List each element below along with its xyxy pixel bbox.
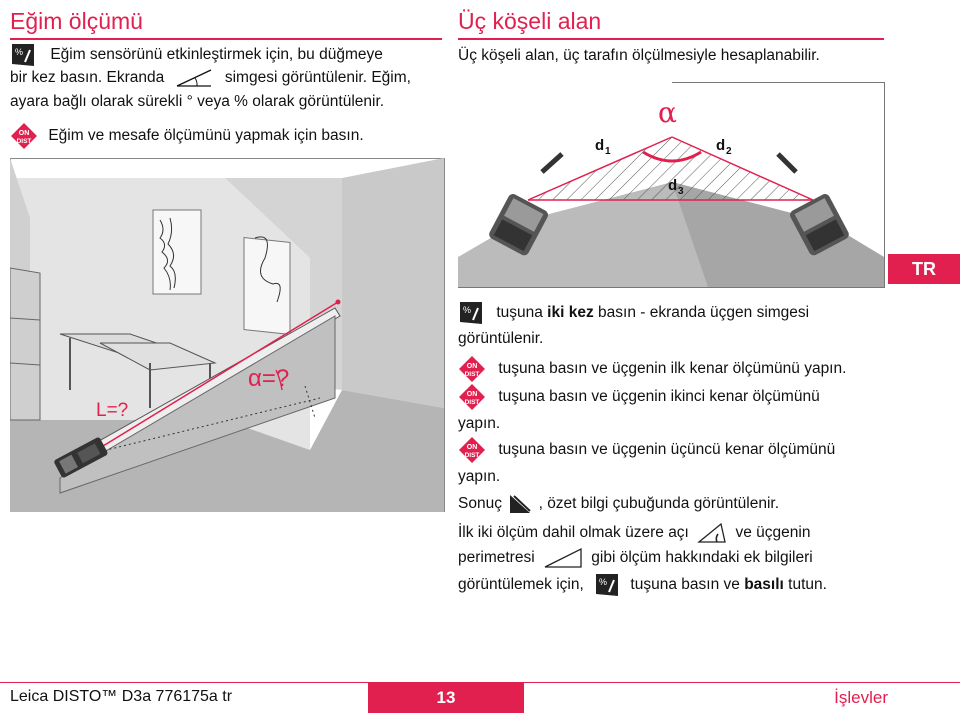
section-title-slope: Eğim ölçümü (10, 8, 143, 34)
length-unknown-label: L=? (96, 400, 128, 421)
svg-text:DIST: DIST (465, 452, 480, 459)
slope-para-text-c: simgesi görüntülenir. Eğim, (224, 69, 411, 86)
svg-text:DIST: DIST (465, 371, 480, 378)
title-rule (10, 38, 442, 40)
d3-label: d (668, 177, 677, 194)
step-1-bold: iki kez (547, 304, 594, 322)
triangle-area-illustration: α d 1 d 2 d 3 (458, 82, 885, 288)
svg-text:ON: ON (467, 363, 478, 370)
result-text-b: , özet bilgi çubuğunda görüntülenir. (538, 495, 780, 513)
svg-text:ON: ON (467, 444, 478, 451)
slope-para-line3: ayara bağlı olarak sürekli ° veya % olar… (10, 93, 385, 110)
step-1-line1: % tuşuna iki kez basın - ekranda üçgen s… (458, 300, 809, 326)
triangle-angle-icon (697, 522, 726, 543)
on-dist-button-icon: ON DIST (459, 384, 485, 410)
svg-text:DIST: DIST (17, 138, 32, 145)
step-4-line2: yapın. (458, 468, 501, 485)
d3-subscript: 3 (678, 186, 684, 197)
triangle-perimeter-icon (544, 547, 582, 568)
step-3-line2: yapın. (458, 415, 501, 432)
title-rule-right (458, 38, 884, 40)
svg-text:DIST: DIST (465, 399, 480, 406)
info-line1: İlk iki ölçüm dahil olmak üzere açı ve ü… (458, 522, 810, 544)
info-text-e: görüntülemek için, (458, 576, 584, 594)
percent-button-icon: % (12, 44, 34, 66)
d1-subscript: 1 (605, 146, 611, 157)
slope-para-text-a: Eğim sensörünü etkinleştirmek için, bu d… (50, 46, 383, 64)
slope-angle-icon (176, 69, 211, 87)
step-1-line2: görüntülenir. (458, 330, 544, 347)
svg-text:ON: ON (19, 130, 30, 137)
step-1-text-b: basın - ekranda üçgen simgesi (598, 304, 810, 322)
footer-section: İşlevler (834, 688, 888, 707)
info-line3: görüntülemek için, % tuşuna basın ve bas… (458, 572, 827, 598)
svg-text:%: % (599, 577, 607, 587)
triangle-result-icon (510, 495, 531, 513)
info-text-b: ve üçgenin (735, 524, 811, 542)
language-tab: TR (888, 254, 960, 284)
section-title-triangle: Üç köşeli alan (458, 8, 602, 34)
alpha-label: α (658, 96, 677, 129)
d1-label: d (595, 137, 604, 154)
page-number: 13 (368, 683, 524, 713)
step-3-line1: ON DIST tuşuna basın ve üçgenin ikinci k… (458, 383, 820, 411)
info-text-d: gibi ölçüm hakkındaki ek bilgileri (591, 549, 813, 567)
step-4-line1: ON DIST tuşuna basın ve üçgenin üçüncü k… (458, 436, 835, 464)
slope-para-text-on: Eğim ve mesafe ölçümünü yapmak için bası… (48, 127, 364, 145)
d2-subscript: 2 (726, 146, 732, 157)
svg-text:%: % (463, 305, 471, 315)
slope-measurement-illustration: α=? L=? (10, 158, 445, 512)
on-dist-button-icon: ON DIST (11, 123, 37, 149)
slope-para-line2: bir kez basın. Ekranda simgesi görüntüle… (10, 66, 411, 90)
result-line: Sonuç , özet bilgi çubuğunda görüntüleni… (458, 493, 779, 515)
info-text-c: perimetresi (458, 549, 535, 567)
triangle-intro: Üç köşeli alan, üç tarafın ölçülmesiyle … (458, 47, 820, 64)
slope-para-text-b: bir kez basın. Ekranda (10, 69, 165, 86)
footer-product: Leica DISTO™ D3a 776175a tr (10, 688, 233, 705)
slope-para-line4: ON DIST Eğim ve mesafe ölçümünü yapmak i… (10, 122, 364, 150)
percent-button-icon: % (460, 302, 482, 324)
step-2-text: tuşuna basın ve üçgenin ilk kenar ölçümü… (498, 360, 847, 378)
d2-label: d (716, 137, 725, 154)
step-2: ON DIST tuşuna basın ve üçgenin ilk kena… (458, 355, 846, 383)
percent-button-icon: % (596, 574, 619, 596)
step-3-text: tuşuna basın ve üçgenin ikinci kenar ölç… (498, 388, 820, 406)
info-text-f: tuşuna basın ve (630, 576, 740, 594)
svg-text:ON: ON (467, 391, 478, 398)
step-4-text: tuşuna basın ve üçgenin üçüncü kenar ölç… (498, 441, 836, 459)
info-text-a: İlk iki ölçüm dahil olmak üzere açı (458, 524, 689, 542)
info-text-g: tutun. (788, 576, 827, 594)
alpha-unknown-label: α=? (248, 365, 289, 392)
footer-rule (0, 682, 960, 683)
info-bold: basılı (744, 576, 784, 594)
result-text-a: Sonuç (458, 495, 502, 513)
svg-text:%: % (15, 47, 23, 57)
step-1-text-a: tuşuna (496, 304, 543, 322)
slope-para-line1: % Eğim sensörünü etkinleştirmek için, bu… (10, 42, 383, 68)
on-dist-button-icon: ON DIST (459, 356, 485, 382)
info-line2: perimetresi gibi ölçüm hakkındaki ek bil… (458, 547, 813, 569)
on-dist-button-icon: ON DIST (459, 437, 485, 463)
